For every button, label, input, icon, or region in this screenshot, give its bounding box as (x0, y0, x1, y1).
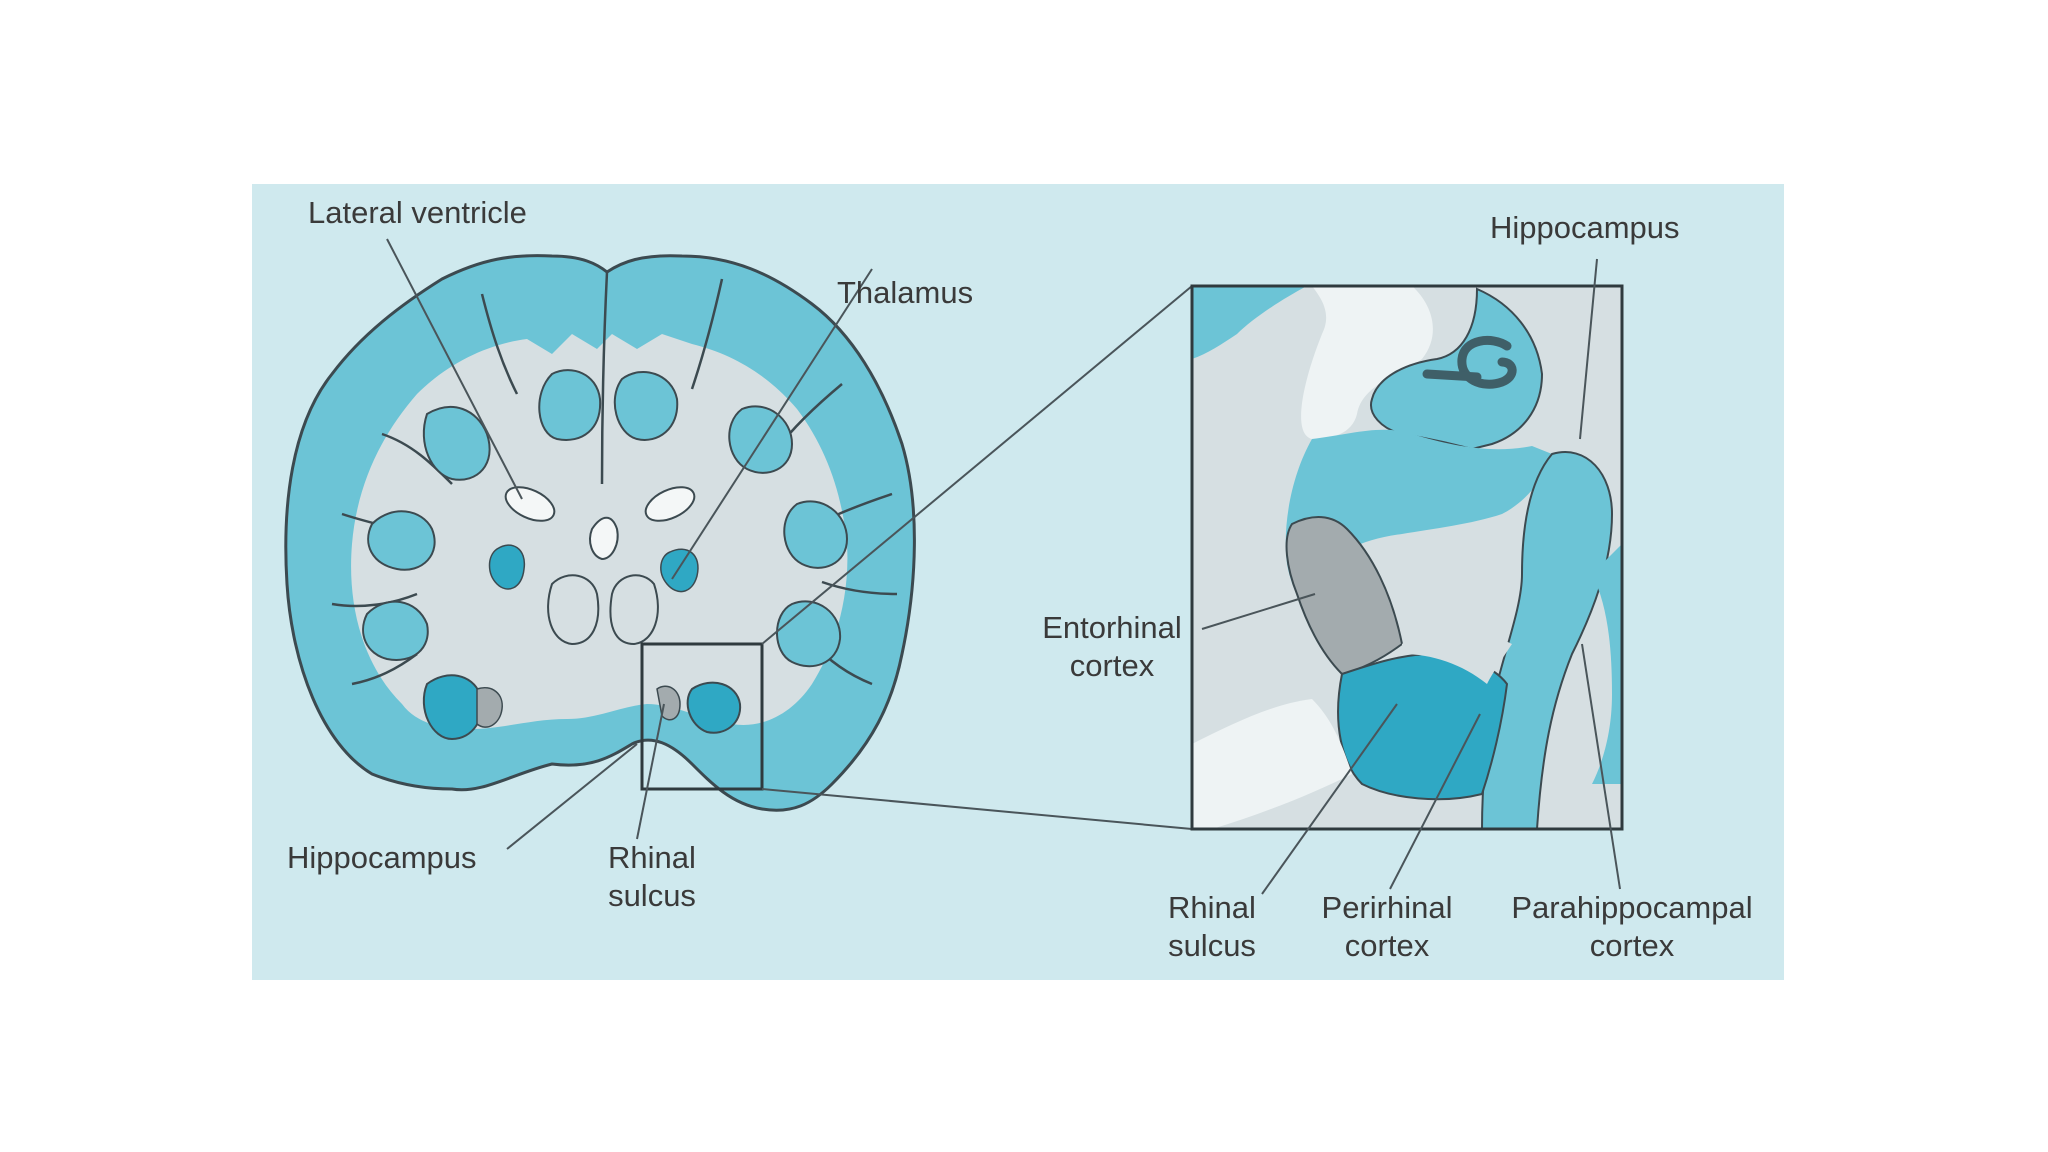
label-perirhinal-cortex: Perirhinal cortex (1321, 890, 1453, 963)
figure-panel: Lateral ventricle Thalamus Hippocampus R… (252, 184, 1784, 980)
label-rhinal-sulcus-inset: Rhinal sulcus (1168, 890, 1256, 963)
inner-gyri (362, 369, 849, 668)
zoom-box (640, 642, 764, 791)
label-entorhinal-cortex: Entorhinal cortex (1042, 610, 1182, 683)
label-thalamus: Thalamus (837, 275, 974, 310)
label-lateral-ventricle: Lateral ventricle (308, 195, 527, 230)
thalamus (547, 574, 659, 646)
entorhinal-left-region (476, 687, 503, 728)
hippocampus-right-region (686, 681, 742, 734)
label-hippocampus-left: Hippocampus (287, 840, 477, 875)
sulci-lines (331, 271, 898, 686)
label-rhinal-sulcus-left: Rhinal sulcus (608, 840, 696, 913)
coronal-brain-section (284, 254, 916, 812)
deep-nuclei (488, 544, 699, 593)
inset-entorhinal-region (1285, 516, 1404, 676)
inset-view (1190, 284, 1624, 831)
zoom-connectors (761, 285, 1193, 830)
label-hippocampus-inset: Hippocampus (1490, 210, 1680, 245)
leader-lines (386, 238, 1621, 895)
lateral-ventricles (504, 486, 696, 561)
label-parahippocampal-cortex: Parahippocampal cortex (1511, 890, 1753, 963)
hippocampus-left-region (422, 674, 483, 741)
diagram-svg (284, 238, 1624, 895)
